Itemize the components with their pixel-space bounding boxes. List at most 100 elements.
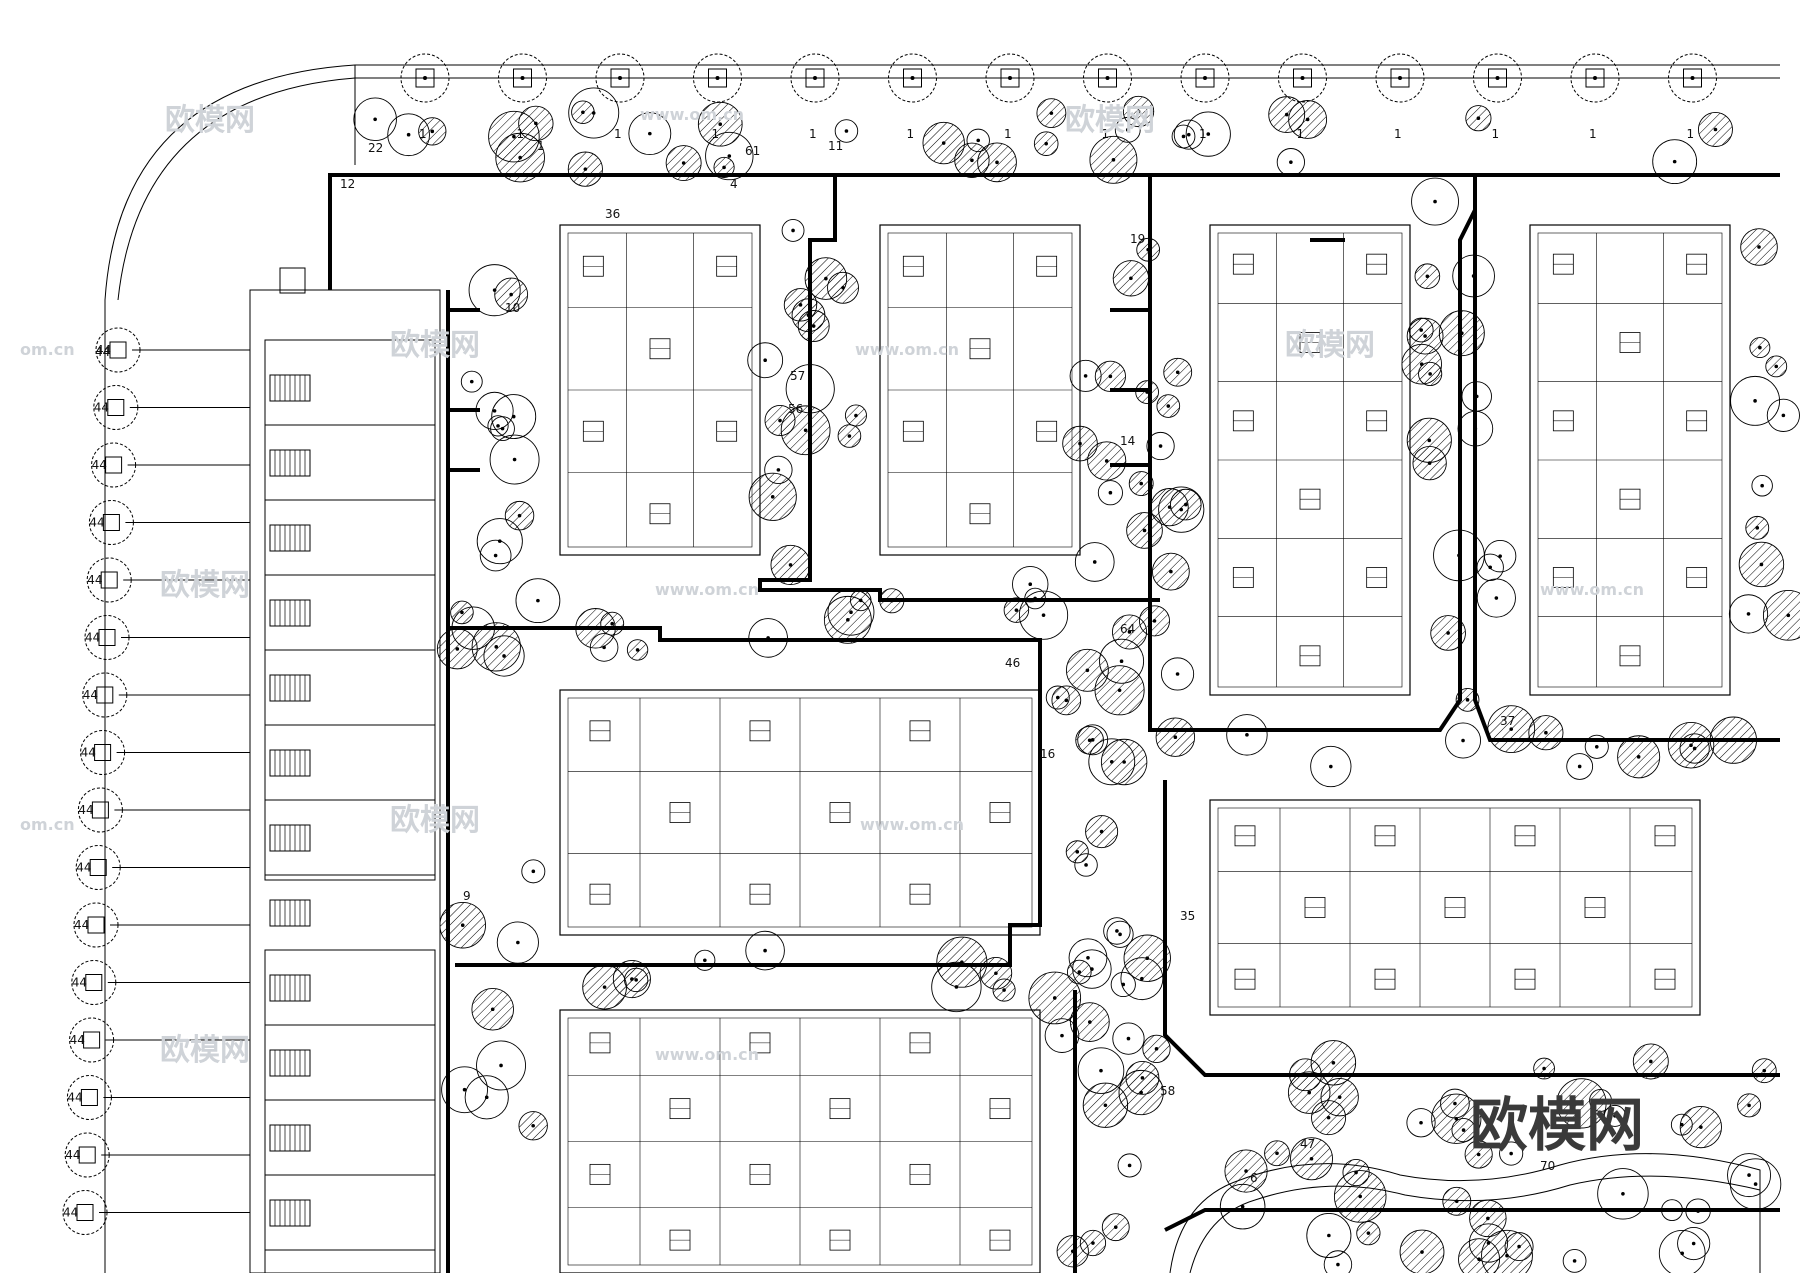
shrub-symbol — [1288, 100, 1328, 139]
shrub-symbol — [1136, 237, 1161, 262]
shrub-symbol — [1442, 1186, 1472, 1216]
shrub-symbol — [1597, 1168, 1649, 1220]
shrub-symbol — [1110, 971, 1136, 998]
tree-code-label: 44 — [74, 918, 89, 932]
tree-code-label: 44 — [87, 573, 102, 587]
shrub-symbol — [770, 544, 811, 585]
shrub-symbol — [780, 405, 831, 456]
shrub-symbol — [850, 589, 872, 612]
stair-symbol — [265, 599, 435, 651]
shrub-symbol — [1155, 717, 1196, 757]
shrub-symbol — [1709, 716, 1757, 764]
shrub-symbol — [1101, 1213, 1130, 1242]
shrub-symbol — [1487, 705, 1536, 754]
stair-symbol — [265, 524, 435, 576]
shrub-symbol — [600, 611, 625, 636]
shrub-symbol — [1667, 722, 1715, 769]
shrub-symbol — [1226, 714, 1268, 756]
shrub-symbol — [1033, 131, 1059, 156]
shrub-symbol — [468, 264, 521, 317]
shrub-symbol — [1740, 228, 1778, 266]
shrub-symbol — [1533, 1057, 1555, 1080]
shrub-symbol — [626, 639, 649, 661]
shrub-symbol — [1697, 112, 1733, 147]
stair-symbol — [265, 749, 435, 801]
shrub-symbol — [1745, 515, 1770, 540]
tree-symbol: 44 — [73, 902, 250, 948]
plant-label: 58 — [1160, 1084, 1175, 1098]
shrub-symbol — [496, 921, 539, 964]
tree-code-label: 1 — [1492, 127, 1500, 141]
shrub-symbol — [1632, 1043, 1669, 1080]
tree-code-label: 44 — [94, 401, 109, 415]
shrub-symbol — [1458, 1238, 1501, 1273]
shrub-symbol — [1075, 725, 1104, 755]
plant-label: 9 — [463, 889, 471, 903]
shrub-symbol — [1082, 1082, 1129, 1128]
tree-code-label: 44 — [92, 458, 107, 472]
tree-symbol: 44 — [91, 442, 250, 488]
shrub-symbol — [1603, 1104, 1626, 1127]
stair-symbol — [265, 449, 435, 501]
shrub-symbol — [628, 112, 672, 156]
shrub-symbol — [1311, 1100, 1347, 1136]
shrub-symbol — [747, 342, 784, 379]
shrub-symbol — [1476, 553, 1504, 581]
shrub-symbol — [992, 978, 1016, 1002]
shrub-symbol — [1094, 360, 1126, 392]
plant-label: 14 — [1120, 434, 1135, 448]
tree-symbol: 1 — [1668, 53, 1717, 141]
building-block — [1209, 224, 1411, 696]
shrub-symbol — [1151, 552, 1190, 591]
watermark-url-short: om.cn — [20, 340, 75, 359]
shrub-symbol — [483, 635, 525, 677]
shrub-symbol — [1430, 615, 1466, 651]
tree-row-top: 11111111111111 — [400, 53, 1717, 141]
shrub-symbol — [922, 121, 965, 165]
shrub-symbol — [827, 588, 875, 636]
shrub-symbol — [697, 101, 743, 147]
stair-symbol — [265, 974, 435, 1026]
plant-label: 46 — [1005, 656, 1020, 670]
shrub-symbol — [471, 987, 514, 1031]
building-footprints — [559, 224, 1731, 1273]
tree-code-label: 44 — [83, 688, 98, 702]
tree-symbol: 44 — [75, 845, 250, 890]
shrub-symbol — [439, 901, 486, 949]
shrub-symbol — [1024, 587, 1046, 610]
building-block — [1209, 799, 1701, 1016]
shrub-symbol — [936, 936, 988, 988]
shrub-symbol — [1310, 745, 1352, 788]
tree-code-label: 1 — [1102, 127, 1110, 141]
watermark-url: www.om.cn — [860, 815, 964, 834]
shrub-symbol — [521, 859, 546, 884]
shrub-symbol — [1097, 480, 1123, 506]
shrub-clusters — [353, 87, 1800, 1273]
watermark-brand: 欧模网 — [160, 568, 250, 603]
plant-label: 6 — [1250, 1171, 1258, 1185]
shrub-symbol — [1411, 177, 1459, 226]
shrub-symbol — [490, 416, 515, 441]
shrub-symbol — [694, 949, 716, 971]
plant-label: 22 — [368, 141, 383, 155]
shrub-symbol — [487, 415, 509, 437]
shrub-symbol — [1079, 1229, 1107, 1257]
shrub-symbol — [1051, 685, 1082, 716]
shrub-symbol — [1306, 1212, 1352, 1259]
shrub-symbol — [1094, 665, 1145, 716]
shrub-symbol — [1087, 441, 1127, 481]
shrub-symbol — [834, 119, 859, 143]
watermark-url: www.om.cn — [655, 580, 759, 599]
watermark-url: www.om.cn — [1540, 580, 1644, 599]
tree-code-label: 44 — [70, 1033, 85, 1047]
tree-code-label: 44 — [81, 746, 96, 760]
shrub-symbol — [1445, 722, 1482, 759]
tree-symbol: 44 — [69, 1017, 250, 1063]
tree-symbol: 44 — [95, 327, 250, 373]
shrub-symbol — [1451, 1117, 1476, 1143]
plant-label: 4 — [730, 177, 738, 191]
shrub-symbol — [1677, 1226, 1711, 1261]
shrub-symbol — [1100, 738, 1148, 786]
shrub-symbol — [1751, 1058, 1777, 1084]
